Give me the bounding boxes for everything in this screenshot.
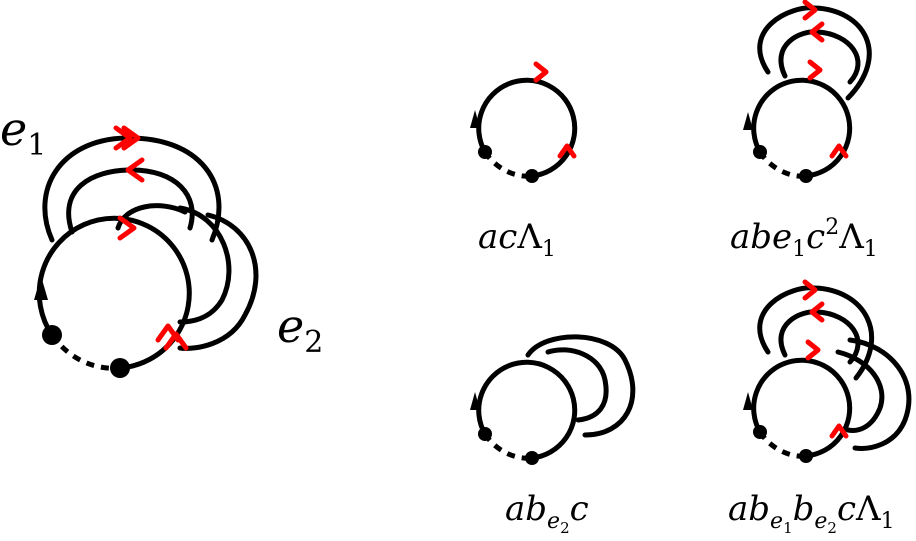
- e2-inner-loop: [835, 349, 885, 433]
- marker-outer: [802, 0, 818, 21]
- caption-abe1be2c-lambda1: abe1be2cΛ1: [728, 489, 895, 537]
- caption-abe1c2-lambda1: abe1c2Λ1: [730, 215, 878, 262]
- marker-inner: [809, 21, 825, 43]
- marker-outer: [802, 279, 818, 301]
- dot-left: [753, 425, 767, 439]
- marker-circle-top: [807, 59, 823, 81]
- small-dashed: [757, 150, 807, 179]
- figure-ac-lambda1: [470, 61, 578, 183]
- main-arrowhead: [34, 276, 48, 300]
- e2-outer-loop: [525, 334, 636, 438]
- e2-outer-loop: [847, 337, 912, 451]
- main-dashed-segment: [49, 333, 121, 371]
- small-circle: [751, 357, 853, 459]
- arrowhead: [470, 110, 480, 128]
- small-dashed: [757, 430, 807, 459]
- marker-top: [533, 61, 549, 83]
- marker-right: [829, 423, 849, 439]
- small-circle: [751, 77, 853, 179]
- e1-outer-loop: [42, 135, 222, 243]
- e2-inner-loop: [177, 205, 232, 325]
- marker-inner: [809, 301, 825, 323]
- e2-inner-loop: [545, 347, 609, 423]
- dot-right: [799, 449, 813, 463]
- dot-right: [799, 169, 813, 183]
- dot-left: [478, 427, 492, 441]
- marker-right: [557, 143, 577, 159]
- dot-left: [753, 145, 767, 159]
- dot-right: [525, 451, 539, 465]
- main-figure: [34, 125, 259, 378]
- marker-e1-outer-b: [121, 125, 141, 151]
- arrowhead: [470, 392, 480, 410]
- small-dashed: [482, 150, 533, 179]
- marker-circle-top: [117, 215, 137, 241]
- marker-e1-outer: [113, 125, 133, 151]
- arrowhead: [743, 392, 753, 410]
- caption-abe2c: abe2c: [505, 489, 589, 537]
- marker-e1-inner: [125, 157, 145, 183]
- e2-label: e2: [277, 299, 323, 360]
- small-circle: [476, 359, 578, 461]
- figure-abe1c2-lambda1: [743, 0, 872, 183]
- main-dot-right: [110, 358, 130, 378]
- inner-loop: [778, 29, 861, 85]
- e1-label: e1: [0, 102, 46, 163]
- marker-right: [829, 143, 849, 159]
- small-dashed: [482, 432, 533, 461]
- marker-circle-top: [805, 339, 821, 361]
- caption-ac-lambda1: acΛ1: [478, 217, 556, 262]
- figure-abe1be2c-lambda1: [743, 279, 912, 463]
- arrowhead: [743, 112, 753, 130]
- dot-right: [525, 169, 539, 183]
- e2-outer-loop: [177, 212, 259, 351]
- figure-abe2c: [470, 334, 636, 465]
- dot-left: [478, 145, 492, 159]
- small-circle: [476, 77, 578, 179]
- main-dot-left: [42, 325, 62, 345]
- marker-circle-bottom-b: [163, 331, 189, 351]
